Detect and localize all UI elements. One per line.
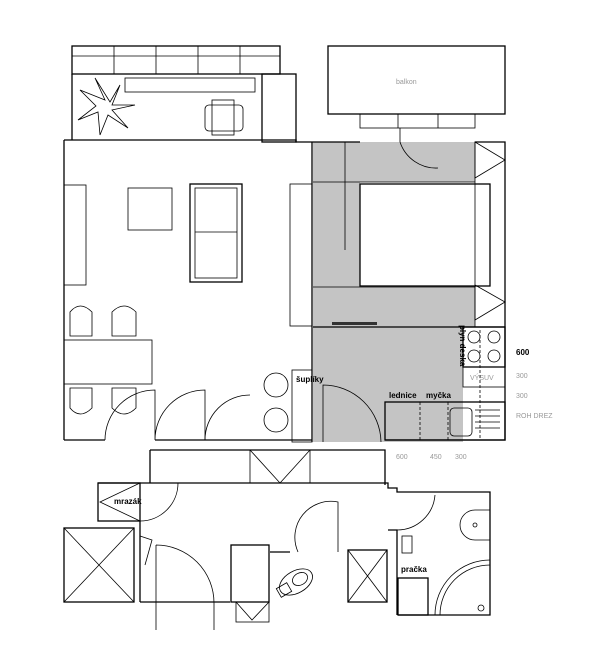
plant-icon — [77, 77, 136, 136]
wc-door-swing — [294, 500, 339, 553]
dim-bottom-2: 450 — [430, 454, 442, 461]
dining-table — [63, 339, 153, 385]
dim-bottom-3: 300 — [455, 454, 467, 461]
tv-cabinet — [289, 183, 313, 327]
sofa-left — [63, 184, 87, 286]
washing-machine — [397, 577, 429, 616]
wardrobe — [261, 73, 297, 143]
desk — [124, 77, 256, 93]
shower-icon — [434, 559, 491, 616]
bed — [359, 183, 491, 287]
drainer — [475, 409, 500, 429]
gas-hob-label: plyn deska — [458, 325, 467, 367]
kitchen-floor-highlight — [313, 142, 475, 442]
freezer — [97, 482, 141, 522]
sink-icon — [449, 407, 473, 437]
coffee-table — [127, 187, 173, 231]
kitchen-door-swing — [322, 384, 382, 443]
toilet-icon — [275, 568, 313, 598]
sofa — [189, 183, 243, 283]
balcony-door-swing — [399, 128, 439, 169]
cabinet — [230, 544, 270, 603]
drawers-label: šuplíky — [296, 375, 324, 384]
dim-hob: 600 — [516, 348, 530, 357]
pullout-label: VÝSUV — [470, 373, 494, 382]
counter — [384, 401, 506, 441]
office-chair-icon — [204, 99, 244, 136]
shaft-right — [347, 549, 388, 603]
chair-icons — [69, 305, 137, 415]
dim-right-2: 300 — [516, 393, 528, 400]
washing-machine-label: pračka — [401, 565, 427, 574]
balcony-label: balkon — [396, 79, 417, 86]
dishwasher-label: myčka — [426, 391, 451, 400]
door-swing-living — [104, 389, 206, 441]
window-sill — [71, 45, 281, 75]
shaft-left — [63, 527, 135, 603]
dim-bottom-1: 600 — [396, 454, 408, 461]
hallway-walls — [149, 449, 386, 485]
freezer-label: mrazák — [114, 497, 142, 506]
sliding-door — [332, 322, 377, 325]
dim-right-1: 300 — [516, 373, 528, 380]
round-table-icon — [263, 372, 289, 398]
bath-sink-icon — [459, 509, 490, 541]
dim-corner-sink: ROH DREZ — [516, 413, 553, 420]
fridge-label: lednice — [389, 391, 417, 400]
